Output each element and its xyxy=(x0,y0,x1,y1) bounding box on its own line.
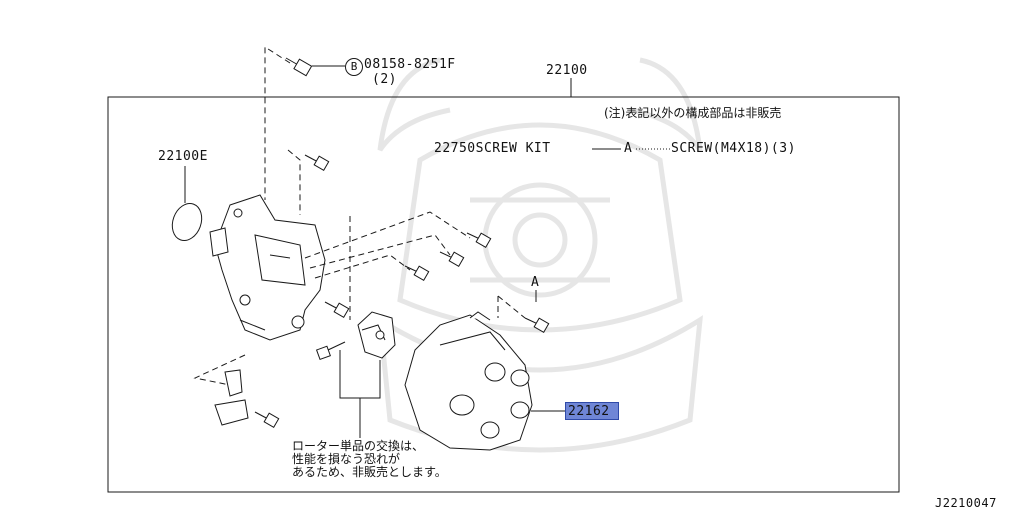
screw-spec: SCREW(M4X18)(3) xyxy=(671,141,796,156)
assembly-frame xyxy=(107,96,900,493)
rotor-note-line1: ローター単品の交換は、 xyxy=(292,439,425,453)
bolt-b-circle: B xyxy=(345,58,363,76)
rotor-note-line3: あるため、非販売とします。 xyxy=(292,465,447,479)
distributor-cap xyxy=(404,311,533,451)
diagram-code: J2210047 xyxy=(935,496,997,510)
distributor-housing xyxy=(209,194,326,341)
cap-part-number[interactable]: 22162 xyxy=(568,404,610,419)
screw-icon xyxy=(254,154,550,429)
cap-part-number-highlight[interactable]: 22162 xyxy=(565,402,619,420)
seal-part-number: 22100E xyxy=(158,149,208,164)
screw-kit-ref: A xyxy=(624,141,633,156)
rotor xyxy=(357,311,396,359)
bolt-icon xyxy=(285,57,313,77)
rotor-note-line2: 性能を損なう恐れが xyxy=(292,452,401,466)
seal-ring xyxy=(171,203,203,241)
screw-callout-a: A xyxy=(531,275,540,290)
assembly-part-number: 22100 xyxy=(546,63,588,78)
screw-kit-label: 22750SCREW KIT xyxy=(434,141,551,156)
bolt-b-part-number: 08158-8251F xyxy=(364,57,456,72)
bracket-part xyxy=(214,369,249,426)
bolt-b-quantity: (2) xyxy=(372,72,397,87)
not-sold-notice: (注)表記以外の構成部品は非販売 xyxy=(604,106,782,120)
